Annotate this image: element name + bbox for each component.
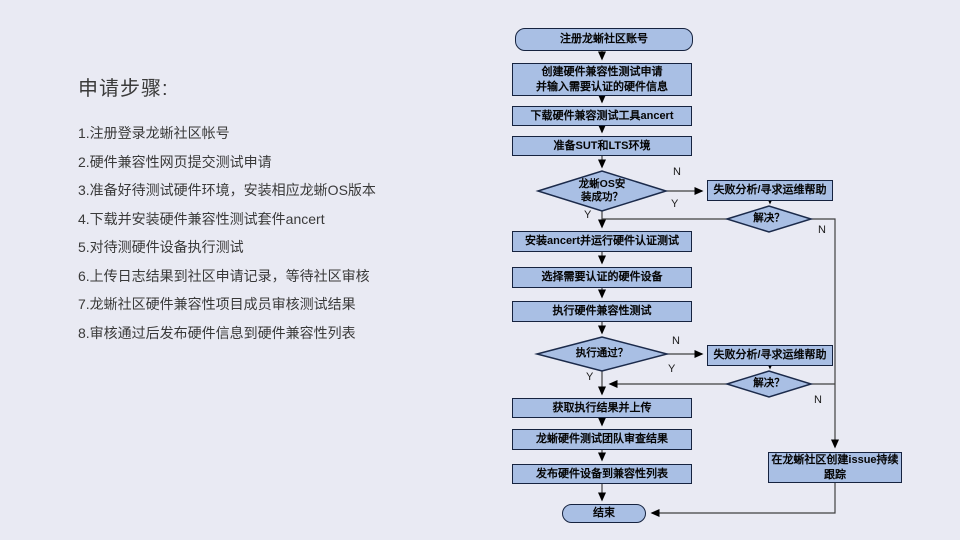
node-run-test: 执行硬件兼容性测试 [512,301,692,322]
node-download-tool: 下载硬件兼容测试工具ancert [512,106,692,126]
node-end: 结束 [562,504,646,523]
node-create-request: 创建硬件兼容性测试申请 并输入需要认证的硬件信息 [512,63,692,96]
step-item-8: 8.审核通过后发布硬件信息到硬件兼容性列表 [78,324,356,341]
branch-label-resolved2-yes: Y [668,363,676,375]
decision-diamond-shape-passed [534,336,670,372]
decision-resolved-1: 解决？ [753,211,785,224]
decision-diamond-shape-resolved-1 [724,205,814,233]
decision-diamond-shape-resolved-2 [724,370,814,398]
branch-label-resolved2-no: N [814,394,822,406]
step-item-3: 3.准备好待测试硬件环境，安装相应龙蜥OS版本 [78,182,376,198]
steps-panel: 申请步骤: 1.注册登录龙蜥社区帐号 2.硬件兼容性网页提交测试申请 3.准备好… [78,72,478,347]
step-item-6: 6.上传日志结果到社区申请记录，等待社区审核 [78,267,370,284]
node-publish: 发布硬件设备到兼容性列表 [512,464,692,484]
branch-label-resolved1-yes: Y [671,198,679,210]
step-item-4: 4.下载并安装硬件兼容性测试套件ancert [78,210,325,227]
node-install-ancert: 安装ancert并运行硬件认证测试 [512,231,692,252]
decision-diamond-shape-os [535,170,669,212]
decision-test-passed: 执行通过？ [575,347,629,360]
page-title: 申请步骤: [78,78,169,100]
branch-label-resolved1-no: N [818,224,826,236]
node-start: 注册龙蜥社区账号 [515,28,693,51]
node-fail-analysis-2: 失败分析/寻求运维帮助 [707,345,833,366]
node-select-devices: 选择需要认证的硬件设备 [512,267,692,288]
step-item-5: 5.对待测硬件设备执行测试 [78,239,244,255]
decision-resolved-2: 解决？ [753,376,785,389]
node-create-issue: 在龙蜥社区创建issue持续 跟踪 [768,452,902,483]
node-team-review: 龙蜥硬件测试团队审查结果 [512,429,692,450]
branch-label-os-yes: Y [584,209,592,221]
node-fail-analysis-1: 失败分析/寻求运维帮助 [707,180,833,201]
node-get-results: 获取执行结果并上传 [512,398,692,418]
branch-label-os-no: N [673,166,681,178]
decision-os-installed: 龙蜥OS安 装成功？ [578,177,626,203]
step-item-2: 2.硬件兼容性网页提交测试申请 [78,153,272,170]
branch-label-passed-no: N [672,335,680,347]
step-item-1: 1.注册登录龙蜥社区帐号 [78,125,230,141]
branch-label-passed-yes: Y [586,371,594,383]
step-item-7: 7.龙蜥社区硬件兼容性项目成员审核测试结果 [78,296,356,312]
node-prepare-env: 准备SUT和LTS环境 [512,136,692,156]
